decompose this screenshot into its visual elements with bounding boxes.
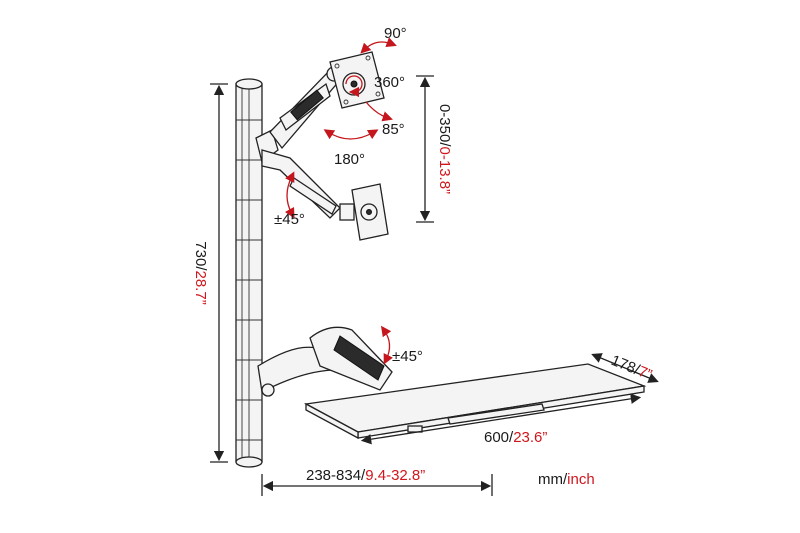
dimension-lines [210, 75, 659, 496]
height-dimension-label: 730/28.7” [192, 241, 209, 304]
tilt-45-upper-label: ±45° [274, 211, 305, 228]
rotation-360-label: 360° [374, 74, 405, 91]
reach-dimension-label: 238-834/9.4-32.8” [306, 467, 425, 484]
monitor-arm-lower [261, 149, 355, 221]
vesa-plate-upper [329, 51, 385, 109]
swivel-180-label: 180° [334, 151, 365, 168]
arm-range-dimension-label: 0-350/0-13.8” [436, 104, 453, 194]
tray-width-label: 600/23.6” [484, 429, 547, 446]
vertical-pole [235, 78, 263, 468]
tilt-45-lower-label: ±45° [392, 348, 423, 365]
motion-arrows [284, 37, 397, 365]
rotation-90-label: 90° [384, 25, 407, 42]
keyboard-arm [257, 326, 393, 397]
units-label: mm/inch [538, 471, 595, 488]
tilt-85-label: 85° [382, 121, 405, 138]
monitor-arm-upper [255, 66, 342, 164]
vesa-plate-lower [351, 183, 389, 241]
